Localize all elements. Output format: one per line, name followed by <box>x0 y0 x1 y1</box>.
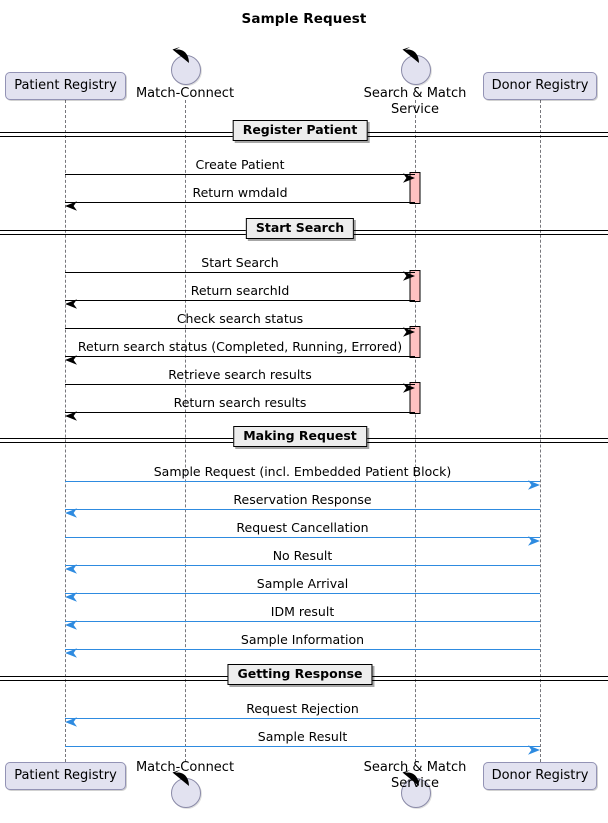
message-line-return-search-status <box>65 356 415 357</box>
message-label-request-rejection: Request Rejection <box>246 701 359 716</box>
message-label-no-result: No Result <box>272 548 333 563</box>
arrow-head-request-rejection <box>65 713 77 732</box>
arrow-head-check-search-status <box>403 323 415 342</box>
arrow-head-sample-result <box>528 741 540 760</box>
message-label-reservation-response: Reservation Response <box>233 492 372 507</box>
message-label-retrieve-search-results: Retrieve search results <box>168 367 312 382</box>
section-label-register-patient: Register Patient <box>232 120 368 141</box>
message-line-sample-request <box>65 481 540 482</box>
arrow-head-create-patient <box>403 169 415 188</box>
page-title: Sample Request <box>241 11 367 27</box>
arrow-head-sample-arrival <box>65 588 77 607</box>
actor-label-match-connect: Match-Connect <box>135 86 235 101</box>
message-line-retrieve-search-results <box>65 384 415 385</box>
arrow-head-return-search-status <box>65 351 77 370</box>
section-label-getting-response: Getting Response <box>227 664 373 685</box>
participant-label: Patient Registry <box>14 768 117 783</box>
message-label-sample-request: Sample Request (incl. Embedded Patient B… <box>153 464 452 479</box>
arrow-head-reservation-response <box>65 504 77 523</box>
message-line-return-search-results <box>65 412 415 413</box>
arrow-head-sample-information <box>65 644 77 663</box>
arrow-head-no-result <box>65 560 77 579</box>
message-label-sample-information: Sample Information <box>240 632 365 647</box>
message-line-reservation-response <box>65 509 540 510</box>
message-label-return-search-status: Return search status (Completed, Running… <box>77 339 403 354</box>
actor-circle-search-match[interactable] <box>401 778 431 808</box>
actor-arrow-icon <box>401 47 421 69</box>
message-line-request-cancellation <box>65 537 540 538</box>
message-line-create-patient <box>65 174 415 175</box>
message-line-sample-result <box>65 746 540 747</box>
actor-label-search-match: Search & Match Service <box>363 760 467 791</box>
activation-search-2 <box>409 326 421 358</box>
participant-label: Patient Registry <box>14 78 117 93</box>
lifeline-donor-registry <box>540 100 541 762</box>
arrow-head-return-wmdaid <box>65 197 77 216</box>
section-label-making-request: Making Request <box>233 426 367 447</box>
activation-search-3 <box>409 382 421 414</box>
lifeline-patient-registry <box>65 100 66 762</box>
arrow-head-retrieve-search-results <box>403 379 415 398</box>
message-label-start-search-msg: Start Search <box>201 255 279 270</box>
participant-patient-registry[interactable]: Patient Registry <box>5 762 126 790</box>
message-line-idm-result <box>65 621 540 622</box>
message-line-return-searchid <box>65 300 415 301</box>
participant-label: Donor Registry <box>491 768 589 783</box>
participant-donor-registry[interactable]: Donor Registry <box>483 762 597 790</box>
message-line-sample-information <box>65 649 540 650</box>
actor-arrow-icon <box>171 47 191 69</box>
message-line-sample-arrival <box>65 593 540 594</box>
lifeline-search-match <box>415 100 416 762</box>
actor-label-match-connect: Match-Connect <box>135 760 235 775</box>
message-label-return-searchid: Return searchId <box>190 283 290 298</box>
message-label-sample-arrival: Sample Arrival <box>256 576 349 591</box>
arrow-head-request-cancellation <box>528 532 540 551</box>
message-line-check-search-status <box>65 328 415 329</box>
message-label-sample-result: Sample Result <box>257 729 348 744</box>
actor-label-search-match: Search & Match Service <box>363 86 467 117</box>
arrow-head-return-search-results <box>65 407 77 426</box>
message-label-return-search-results: Return search results <box>173 395 307 410</box>
activation-search-1 <box>409 270 421 302</box>
participant-label: Donor Registry <box>491 78 589 93</box>
message-line-start-search-msg <box>65 272 415 273</box>
message-line-no-result <box>65 565 540 566</box>
message-label-check-search-status: Check search status <box>176 311 304 326</box>
arrow-head-start-search-msg <box>403 267 415 286</box>
message-label-request-cancellation: Request Cancellation <box>236 520 369 535</box>
actor-arrow-icon <box>171 770 191 792</box>
lifeline-match-connect <box>185 100 186 762</box>
arrow-head-idm-result <box>65 616 77 635</box>
activation-register <box>409 172 421 204</box>
message-label-idm-result: IDM result <box>270 604 335 619</box>
arrow-head-return-searchid <box>65 295 77 314</box>
participant-patient-registry[interactable]: Patient Registry <box>5 72 126 100</box>
message-line-request-rejection <box>65 718 540 719</box>
message-line-return-wmdaid <box>65 202 415 203</box>
message-label-create-patient: Create Patient <box>195 157 285 172</box>
section-label-start-search: Start Search <box>245 218 355 239</box>
arrow-head-sample-request <box>528 476 540 495</box>
actor-arrow-icon <box>401 770 421 792</box>
participant-donor-registry[interactable]: Donor Registry <box>483 72 597 100</box>
message-label-return-wmdaid: Return wmdaId <box>192 185 288 200</box>
